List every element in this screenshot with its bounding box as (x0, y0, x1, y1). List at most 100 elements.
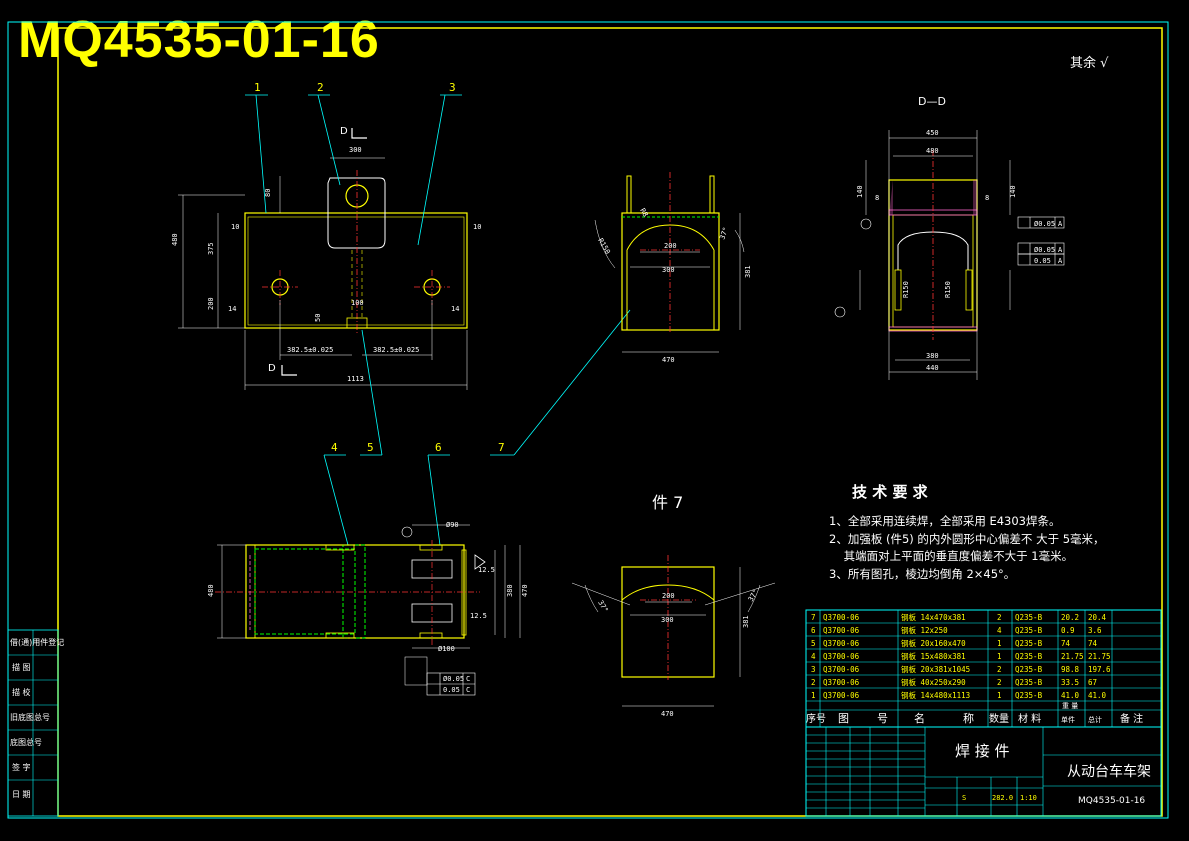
svg-text:200: 200 (664, 242, 677, 250)
svg-text:20.4: 20.4 (1088, 613, 1107, 622)
svg-text:197.6: 197.6 (1088, 665, 1111, 674)
svg-text:钢板 15x480x381: 钢板 15x480x381 (901, 651, 966, 661)
front-dims: 300 80 480 375 200 1113 10 10 14 14 100 … (171, 146, 481, 383)
svg-text:钢板 14x480x1113: 钢板 14x480x1113 (901, 690, 970, 700)
svg-text:98.8: 98.8 (1061, 665, 1080, 674)
balloon-leaders (245, 94, 631, 546)
svg-text:C: C (466, 675, 470, 683)
svg-text:钢板 40x250x290: 钢板 40x250x290 (901, 677, 966, 687)
part7-title: 件 7 (652, 493, 683, 512)
svg-text:380: 380 (926, 352, 939, 360)
svg-text:日 期: 日 期 (12, 790, 31, 799)
plan-view: 480 470 380 12.5 12.5 Ø90 Ø100 Ø0.05 C 0… (207, 521, 529, 696)
svg-text:382.5±0.025: 382.5±0.025 (373, 346, 419, 354)
svg-text:8: 8 (875, 194, 879, 202)
svg-text:50: 50 (314, 314, 322, 322)
svg-text:R8: R8 (638, 207, 649, 218)
svg-text:Q3700-06: Q3700-06 (823, 613, 860, 622)
svg-text:14: 14 (451, 305, 459, 313)
balloon-1: 1 (254, 81, 261, 94)
svg-text:重 量: 重 量 (1062, 702, 1078, 710)
svg-text:12.5: 12.5 (478, 566, 495, 574)
svg-text:0.05: 0.05 (1034, 257, 1051, 265)
svg-text:1113: 1113 (347, 375, 364, 383)
tech-requirements: 技 术 要 求 1、全部采用连续焊，全部采用 E4303焊条。 2、加强板 (件… (829, 483, 1105, 581)
svg-text:14: 14 (228, 305, 236, 313)
svg-text:74: 74 (1088, 639, 1098, 648)
svg-text:300: 300 (662, 266, 675, 274)
svg-text:总计: 总计 (1088, 715, 1102, 724)
svg-text:Q235-B: Q235-B (1015, 678, 1043, 687)
svg-text:2: 2 (997, 678, 1002, 687)
svg-text:200: 200 (207, 297, 215, 310)
svg-text:旧底图总号: 旧底图总号 (10, 712, 50, 722)
svg-text:Q3700-06: Q3700-06 (823, 626, 860, 635)
svg-text:备 注: 备 注 (1120, 712, 1143, 725)
svg-text:41.0: 41.0 (1061, 691, 1080, 700)
svg-text:号: 号 (877, 712, 888, 725)
svg-text:5: 5 (811, 639, 816, 648)
svg-text:33.5: 33.5 (1061, 678, 1079, 687)
svg-text:1: 1 (997, 639, 1002, 648)
svg-text:R150: R150 (902, 281, 910, 298)
svg-text:300: 300 (349, 146, 362, 154)
svg-text:8: 8 (985, 194, 989, 202)
svg-text:480: 480 (207, 584, 215, 597)
scale: 1:10 (1020, 794, 1037, 802)
svg-text:200: 200 (662, 592, 675, 600)
svg-text:381: 381 (744, 265, 752, 278)
tech-line-1: 1、全部采用连续焊，全部采用 E4303焊条。 (829, 514, 1061, 528)
tech-line-2: 2、加强板 (件5) 的内外圆形中心偏差不 大于 5毫米， (829, 532, 1105, 546)
assembly-name: 从动台车车架 (1067, 763, 1151, 780)
svg-text:480: 480 (171, 233, 179, 246)
part-name: 焊 接 件 (955, 742, 1010, 760)
front-view: 300 80 480 375 200 1113 10 10 14 14 100 … (171, 126, 481, 390)
svg-text:Q235-B: Q235-B (1015, 665, 1043, 674)
svg-text:37°: 37° (596, 599, 609, 614)
svg-text:382.5±0.025: 382.5±0.025 (287, 346, 333, 354)
svg-text:7: 7 (811, 613, 816, 622)
balloon-3: 3 (449, 81, 456, 94)
svg-text:Q3700-06: Q3700-06 (823, 678, 860, 687)
svg-text:10: 10 (231, 223, 239, 231)
svg-text:C: C (466, 686, 470, 694)
svg-text:图: 图 (838, 712, 849, 725)
svg-text:借(通)用件登记: 借(通)用件登记 (10, 637, 64, 647)
svg-text:300: 300 (661, 616, 674, 624)
svg-text:480: 480 (926, 147, 939, 155)
svg-text:Q3700-06: Q3700-06 (823, 665, 860, 674)
tech-line-3: 其端面对上平面的垂直度偏差不大于 1毫米。 (829, 549, 1073, 563)
section-cut-label-bottom: D (268, 363, 276, 374)
svg-text:序号: 序号 (806, 712, 826, 725)
svg-text:1: 1 (997, 691, 1002, 700)
inner-border (57, 27, 1163, 817)
svg-text:R150: R150 (596, 237, 611, 256)
outer-border (7, 21, 1169, 819)
drawing-number-title: MQ4535-01-16 (18, 11, 380, 69)
svg-text:140: 140 (1009, 185, 1017, 198)
svg-text:Q235-B: Q235-B (1015, 613, 1043, 622)
svg-text:钢板 14x470x381: 钢板 14x470x381 (901, 612, 966, 622)
svg-text:Q3700-06: Q3700-06 (823, 639, 860, 648)
svg-text:2: 2 (811, 678, 816, 687)
svg-text:450: 450 (926, 129, 939, 137)
svg-text:Q235-B: Q235-B (1015, 639, 1043, 648)
roughness-note: 其余 √ (1070, 55, 1109, 71)
section-title: D—D (918, 95, 946, 108)
section-view: D—D 450 480 380 440 140 140 8 8 R150 (834, 95, 1065, 380)
svg-text:数量: 数量 (989, 712, 1009, 725)
svg-text:称: 称 (963, 711, 974, 725)
svg-text:21.75: 21.75 (1088, 652, 1111, 661)
svg-text:470: 470 (662, 356, 675, 364)
svg-text:Ø90: Ø90 (446, 521, 459, 529)
svg-text:0.05: 0.05 (443, 686, 460, 694)
svg-text:80: 80 (264, 189, 272, 197)
part7-view: 件 7 200 300 470 381 37° 37° (571, 493, 776, 718)
svg-text:375: 375 (207, 242, 215, 255)
svg-text:钢板 20x160x470: 钢板 20x160x470 (901, 638, 966, 648)
weight: 282.0 (992, 794, 1013, 802)
svg-text:12.5: 12.5 (470, 612, 487, 620)
svg-text:钢板 20x381x1045: 钢板 20x381x1045 (901, 664, 970, 674)
